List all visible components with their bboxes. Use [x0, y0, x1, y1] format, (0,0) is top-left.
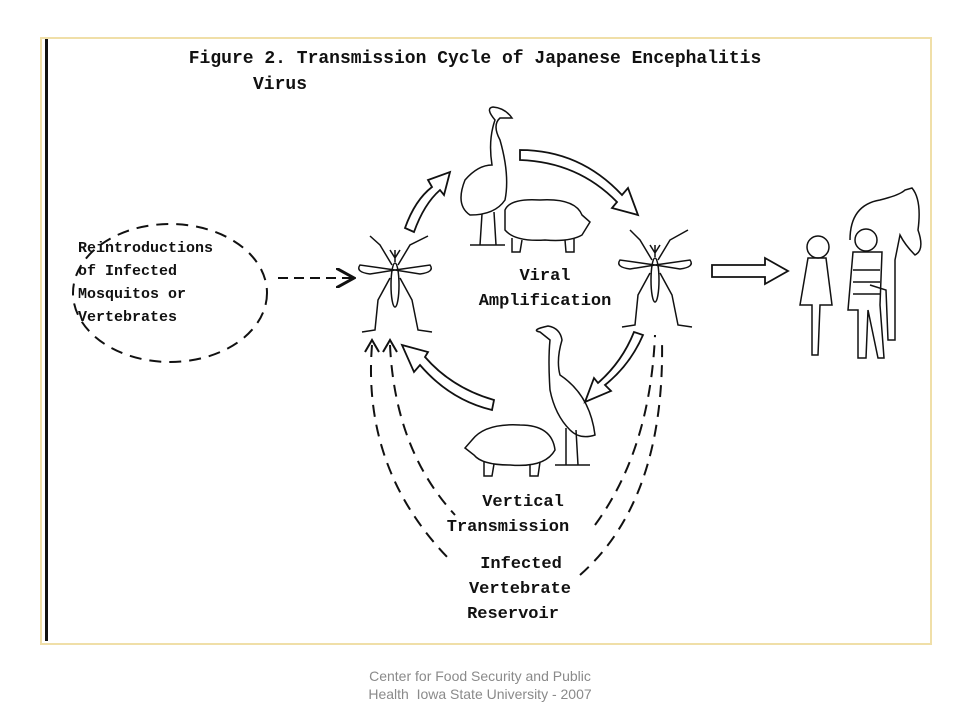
outer-dashed-loop	[370, 339, 664, 576]
label-line: Vertebrates	[78, 309, 177, 326]
arrow-mosquito-to-crane-lower	[583, 330, 645, 404]
cycle-arrows	[400, 149, 790, 412]
arrow-crane-to-mosquito	[519, 149, 640, 217]
label-line: Mosquitos or	[78, 286, 186, 303]
label-line: Transmission	[447, 518, 569, 537]
label-line: Reservoir	[467, 605, 559, 624]
pig-icon-top	[504, 198, 591, 253]
footer-line1: Center for Food Security and Public	[369, 668, 591, 684]
footer-credit: Center for Food Security and Public Heal…	[0, 667, 960, 703]
reintroduction-ellipse	[72, 223, 268, 363]
label-line: Infected	[480, 555, 562, 574]
arrow-to-humans	[711, 256, 790, 286]
label-line: Reintroductions	[78, 240, 213, 257]
mosquito-icon-right	[618, 229, 693, 328]
dashed-return-loops	[370, 334, 664, 576]
infected-reservoir-label: Infected Vertebrate Reservoir	[467, 555, 571, 624]
vertical-transmission-label: Vertical Transmission	[447, 493, 569, 537]
reintroduction-label: Reintroductions of Infected Mosquitos or…	[78, 240, 213, 326]
label-line: of Infected	[78, 263, 177, 280]
figure-left-border	[45, 39, 48, 641]
footer-line2: Health Iowa State University - 2007	[368, 686, 592, 702]
label-line: Amplification	[479, 292, 612, 311]
arrow-mosquito-to-crane	[403, 170, 452, 234]
inner-dashed-loop	[389, 334, 656, 526]
label-line: Viral	[519, 267, 570, 286]
pig-icon-lower	[463, 424, 556, 477]
figure-title-line2: Virus	[253, 75, 307, 95]
slide-frame	[40, 37, 932, 645]
humans-and-horse-icon	[799, 187, 922, 359]
loop-arrowheads	[364, 338, 398, 353]
label-line: Vertebrate	[469, 580, 571, 599]
crane-icon-lower	[535, 325, 596, 466]
figure-title-line1: Figure 2. Transmission Cycle of Japanese…	[189, 49, 762, 69]
arrow-pig-to-mosquito	[400, 343, 496, 412]
viral-amplification-label: Viral Amplification	[479, 267, 612, 311]
crane-icon-top	[460, 106, 514, 246]
label-line: Vertical	[482, 493, 564, 512]
mosquito-icon-left	[358, 235, 433, 333]
